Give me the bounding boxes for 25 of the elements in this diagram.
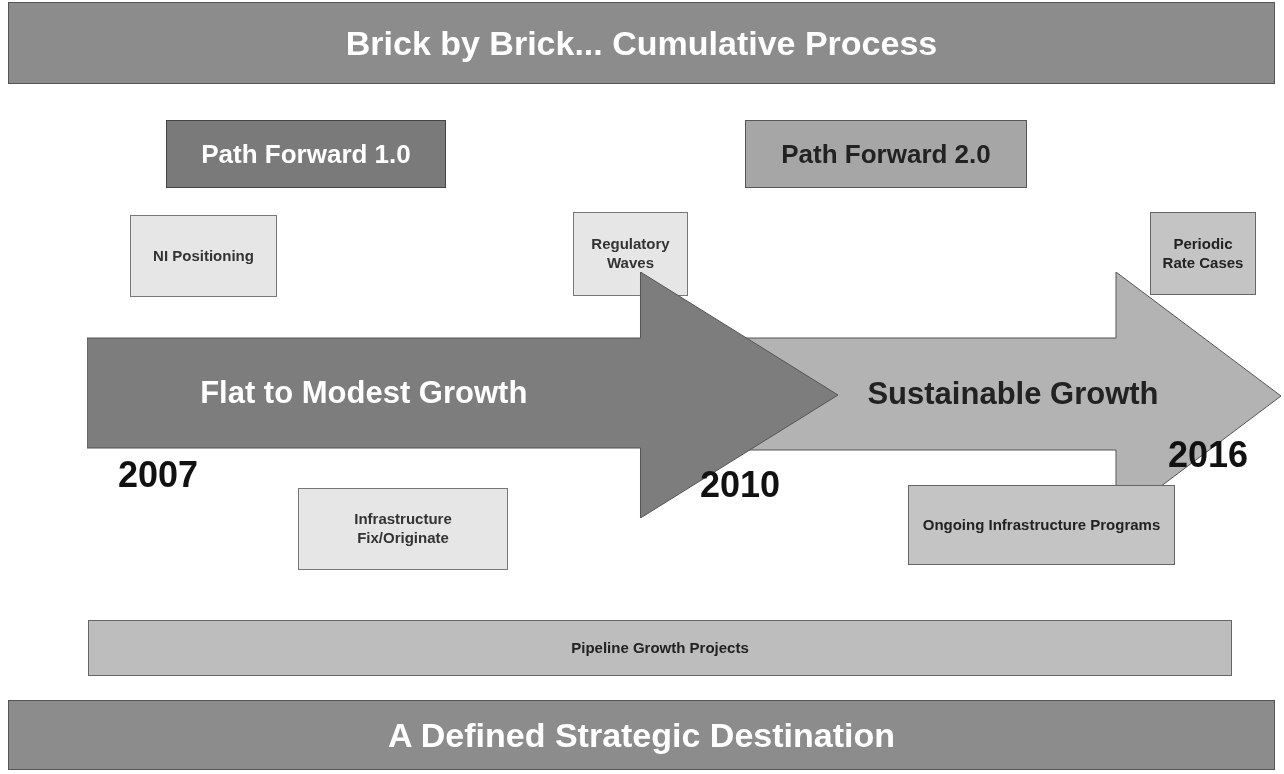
box-label: Brick by Brick... Cumulative Process [345,22,938,64]
pipeline-bar [88,620,1232,676]
milestone-box [1150,212,1256,295]
phase-box [745,120,1027,188]
box-label: Infrastructure Fix/Originate [353,510,453,548]
box-label: Pipeline Growth Projects [571,638,749,658]
initiative-box [908,485,1175,565]
phase-box [166,120,446,188]
box-label: A Defined Strategic Destination [388,714,895,756]
initiative-box [298,488,508,570]
box-label: Ongoing Infrastructure Programs [922,515,1161,535]
milestone-box [573,212,688,296]
title-banner [8,2,1275,84]
year-label: 2010 [700,463,781,507]
box-label: Periodic Rate Cases [1161,234,1245,273]
destination-banner [8,700,1275,770]
arrow-label: Sustainable Growth [867,374,1159,413]
box-label: NI Positioning [153,246,254,266]
box-label: Path Forward 2.0 [781,137,991,171]
arrow-label: Flat to Modest Growth [200,373,528,412]
year-label: 2016 [1168,433,1249,477]
year-label: 2007 [118,453,199,497]
milestone-box [130,215,277,297]
box-label: Regulatory Waves [590,235,671,273]
box-label: Path Forward 1.0 [201,137,411,171]
